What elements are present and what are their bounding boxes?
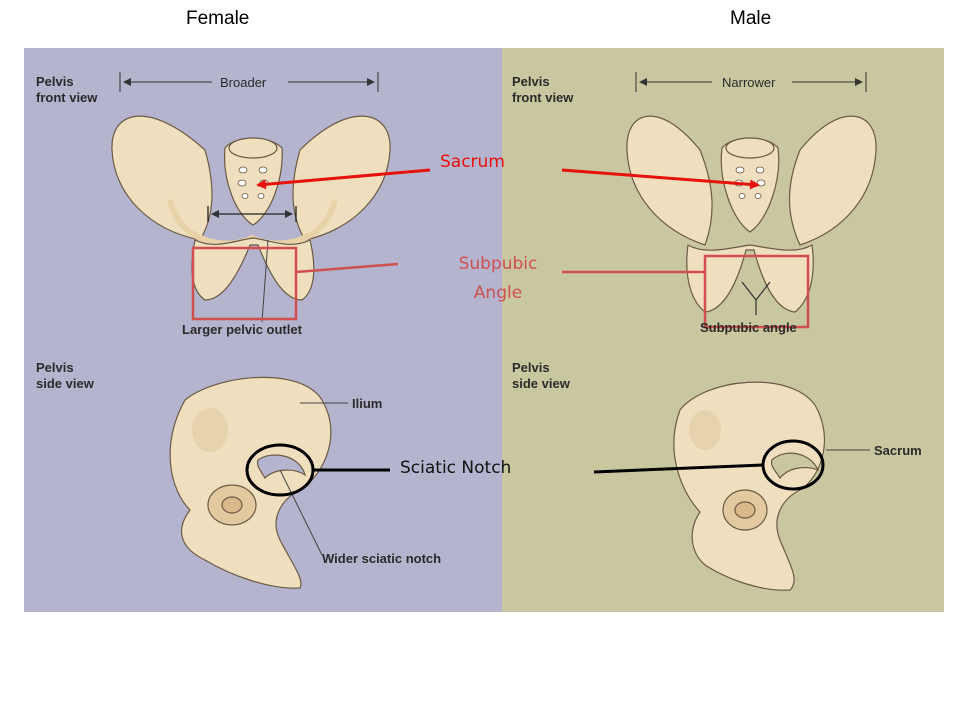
wider-sciatic-notch-label: Wider sciatic notch xyxy=(322,551,442,566)
broader-label: Broader xyxy=(220,75,267,90)
sciatic-notch-callout: Sciatic Notch xyxy=(400,458,512,478)
male-subpubic-angle-lines xyxy=(741,281,771,315)
female-title: Female xyxy=(186,8,250,29)
female-side-view-label: Pelvis side view xyxy=(36,360,94,391)
ilium-label: Ilium xyxy=(352,396,383,411)
subpubic-angle-label: Subpubic angle xyxy=(700,320,797,335)
female-inlet-dimension xyxy=(207,206,297,222)
subpubic-leader-female xyxy=(295,262,399,274)
sacrum-arrow-female xyxy=(256,168,431,190)
larger-pelvic-outlet-label: Larger pelvic outlet xyxy=(182,322,302,337)
male-front-pelvis xyxy=(626,115,877,313)
female-broader-dimension xyxy=(119,72,379,92)
subpubic-angle-callout: Subpubic Angle xyxy=(458,254,538,303)
male-subpubic-box xyxy=(703,254,810,329)
female-front-view-label: Pelvis front view xyxy=(36,74,98,105)
sciatic-notch-leader xyxy=(279,469,323,556)
male-side-view-label: Pelvis side view xyxy=(512,360,570,391)
male-side-pelvis xyxy=(673,381,825,591)
narrower-label: Narrower xyxy=(722,75,776,90)
sacrum-arrow-male xyxy=(561,168,760,190)
female-outlet-leader xyxy=(261,239,269,323)
female-front-pelvis xyxy=(111,115,391,301)
female-sacrum-holes xyxy=(237,166,269,199)
sacrum-callout: Sacrum xyxy=(440,152,505,172)
female-subpubic-box xyxy=(191,246,298,321)
sciatic-leader-male xyxy=(593,463,764,474)
male-sacrum-label: Sacrum xyxy=(874,443,922,458)
male-title: Male xyxy=(730,8,772,29)
male-narrower-dimension xyxy=(635,72,867,92)
male-front-view-label: Pelvis front view xyxy=(512,74,574,105)
